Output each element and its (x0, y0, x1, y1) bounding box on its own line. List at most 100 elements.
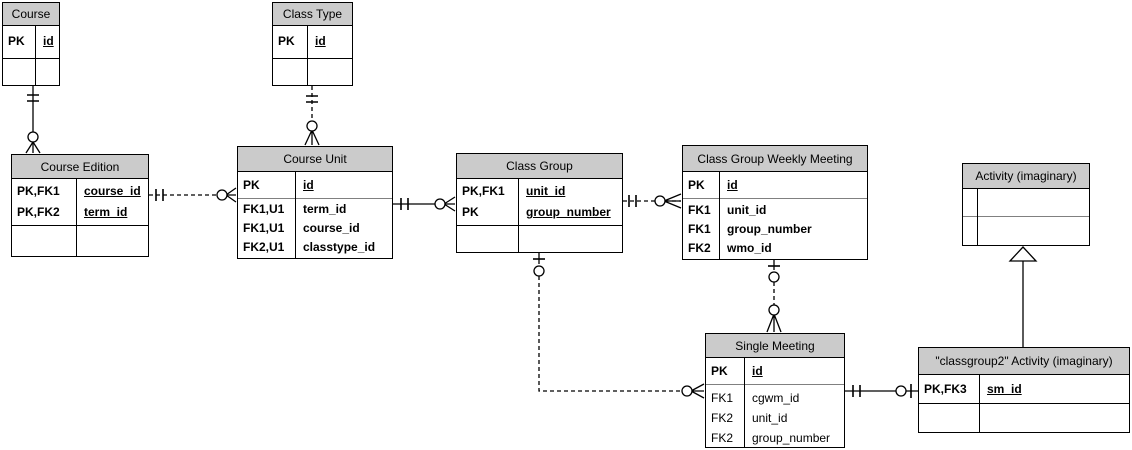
cardinality-zero-circle (654, 195, 666, 207)
cardinality-many-crowfoot (443, 196, 456, 212)
field-cell: cgwm_id (752, 391, 800, 405)
field-cell: wmo_id (727, 241, 772, 255)
entity-class-group: Class Group PK,FK1 unit_id PK group_numb… (456, 153, 623, 253)
cardinality-zero-circle (216, 189, 228, 201)
empty-row (12, 225, 148, 256)
field-cell: id (752, 364, 763, 378)
key-cell: FK2 (711, 431, 734, 445)
cardinality-many-crowfoot (690, 383, 705, 399)
attribute-row: FK1 cgwm_id (706, 388, 844, 408)
key-cell: PK (688, 178, 705, 192)
field-cell: term_id (84, 205, 128, 219)
empty-row (963, 217, 1089, 245)
column-divider (307, 26, 309, 85)
attribute-row: FK1,U1 term_id (238, 200, 392, 219)
field-cell: id (315, 34, 326, 48)
cardinality-zero-circle (768, 304, 780, 316)
attribute-row: PK group_number (457, 202, 622, 223)
cardinality-zero-circle (27, 131, 39, 143)
column-divider (518, 179, 520, 252)
empty-row (273, 58, 352, 85)
cardinality-one-ticks (400, 198, 409, 210)
key-cell: PK (462, 205, 479, 219)
key-cell: FK1 (688, 203, 711, 217)
attribute-row: FK2 wmo_id (683, 239, 867, 258)
attribute-row: FK1 unit_id (683, 201, 867, 220)
cardinality-many-crowfoot (25, 141, 41, 154)
entity-title: Course Edition (12, 155, 148, 179)
field-cell: group_number (752, 431, 831, 445)
key-cell: FK1,U1 (243, 221, 285, 235)
field-cell: classtype_id (303, 240, 376, 254)
relationship-cgwm-single-meeting (766, 260, 782, 333)
entity-single-meeting: Single Meeting PK id FK1 cgwm_id FK2 uni… (705, 333, 845, 448)
key-cell: FK2,U1 (243, 240, 285, 254)
attribute-row: PK id (273, 31, 352, 51)
key-cell: PK (243, 178, 260, 192)
entity-title: Course (3, 3, 59, 26)
entity-class-type: Class Type PK id (272, 2, 353, 86)
entity-title: "classgroup2" Activity (imaginary) (919, 348, 1129, 375)
column-divider (719, 172, 721, 259)
cardinality-one-ticks (155, 189, 164, 201)
attribute-row: FK2 unit_id (706, 408, 844, 428)
cardinality-one-ticks (27, 94, 39, 102)
entity-course: Course PK id (2, 2, 60, 86)
key-cell: FK2 (688, 241, 711, 255)
entity-course-unit: Course Unit PK id FK1,U1 term_id FK1,U1 … (237, 146, 393, 259)
attribute-row: FK1,U1 course_id (238, 219, 392, 238)
cardinality-many-crowfoot (766, 313, 782, 333)
attribute-row: PK id (3, 31, 59, 51)
cardinality-zero-circle (768, 271, 780, 283)
column-divider (979, 375, 981, 432)
attribute-row: PK,FK1 course_id (12, 181, 148, 202)
key-cell: FK1 (711, 391, 734, 405)
empty-row (963, 189, 1089, 217)
attribute-row: PK,FK3 sm_id (919, 379, 1129, 399)
key-cell: PK,FK3 (924, 382, 967, 396)
entity-class-group-weekly-meeting: Class Group Weekly Meeting PK id FK1 uni… (682, 145, 868, 260)
empty-row (3, 58, 59, 85)
entity-title: Class Group (457, 154, 622, 179)
cardinality-one-ticks (852, 385, 861, 397)
cardinality-zero-circle (533, 265, 545, 277)
cardinality-many-crowfoot (304, 129, 320, 146)
key-cell: PK,FK1 (462, 184, 505, 198)
column-divider (744, 358, 746, 447)
empty-row (457, 225, 622, 252)
column-divider (977, 189, 979, 245)
relationship-course-course-edition (25, 86, 41, 154)
cardinality-zero-circle (681, 385, 693, 397)
entity-title: Class Type (273, 3, 352, 26)
cardinality-many-crowfoot (225, 187, 237, 203)
key-cell: PK,FK1 (17, 184, 60, 198)
entity-title: Course Unit (238, 147, 392, 172)
cardinality-zero-circle (895, 385, 907, 397)
cardinality-many-crowfoot (663, 193, 682, 209)
attribute-row: PK id (706, 361, 844, 381)
key-cell: PK (8, 34, 25, 48)
field-cell: course_id (84, 184, 141, 198)
field-cell: id (727, 178, 738, 192)
entity-title: Single Meeting (706, 334, 844, 358)
key-cell: PK,FK2 (17, 205, 60, 219)
cardinality-one-ticks (306, 95, 318, 103)
key-cell: FK1 (688, 222, 711, 236)
attribute-row: FK2,U1 classtype_id (238, 238, 392, 257)
field-cell: course_id (303, 221, 360, 235)
relationship-class-group-cgwm (623, 193, 682, 209)
field-cell: unit_id (526, 184, 566, 198)
field-cell: id (303, 178, 314, 192)
cardinality-zero-circle (434, 198, 446, 210)
attribute-row: PK,FK1 unit_id (457, 181, 622, 202)
relationship-course-edition-course-unit (149, 187, 237, 203)
attribute-row: PK id (683, 175, 867, 195)
cardinality-zero-circle (306, 120, 318, 132)
key-cell: FK1,U1 (243, 202, 285, 216)
empty-row (919, 403, 1129, 432)
field-cell: group_number (526, 205, 611, 219)
field-cell: term_id (303, 202, 347, 216)
field-cell: group_number (727, 222, 812, 236)
